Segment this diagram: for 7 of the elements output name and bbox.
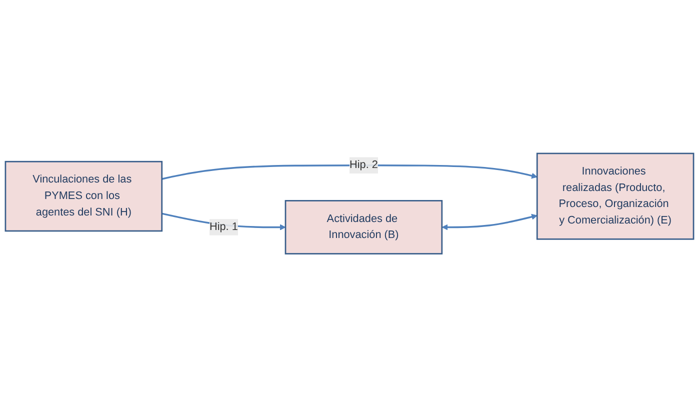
node-box: Innovaciones realizadas (Producto, Proceso, Organización y Comercialización) (E) — [536, 152, 694, 240]
arrow — [442, 214, 538, 230]
node-box: Vinculaciones de las PYMES con los agentes del SNI (H) — [4, 160, 163, 232]
edge-label: Hip. 1 — [209, 221, 238, 233]
arrow — [162, 164, 538, 180]
node-box: Actividades de Innovación (B) — [284, 200, 443, 254]
edge-label: Hip. 2 — [350, 159, 378, 171]
